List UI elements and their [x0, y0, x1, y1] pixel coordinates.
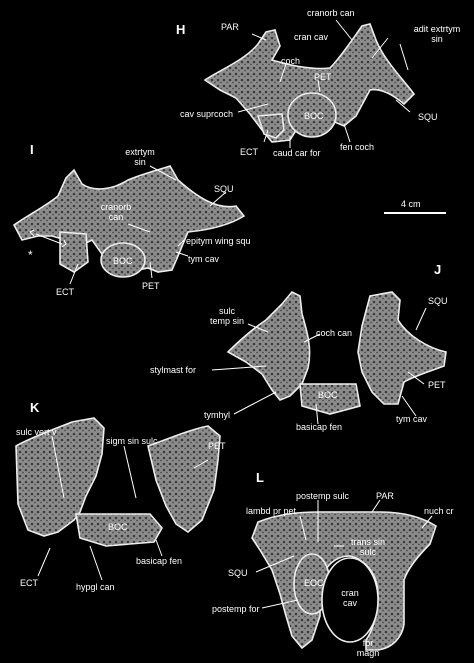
- label-caud-car-for: caud car for: [273, 148, 321, 158]
- label-par: PAR: [376, 491, 394, 501]
- label-postemp-for: postemp for: [212, 604, 260, 614]
- label-lambd-pr-pet: lambd pr pet: [246, 506, 297, 516]
- panel-j-left-section: [226, 291, 311, 401]
- panel-h-skull-section: [203, 23, 416, 143]
- panel-letter-h: H: [176, 22, 186, 37]
- label-adit-line-1: adit extrtym: [413, 24, 461, 34]
- label-cran-cav: cran cav: [294, 32, 329, 42]
- label-trans-line-1: trans sin: [350, 537, 385, 547]
- label-squ: SQU: [228, 568, 248, 578]
- label-adit-line-2: sin: [431, 34, 443, 44]
- label-coch-can: coch can: [316, 328, 353, 338]
- label-pet: PET: [314, 72, 332, 82]
- panel-letter-l: L: [256, 470, 264, 485]
- label-ect: ECT: [240, 147, 258, 157]
- label-sigm-sin-sulc: sigm sin sulc: [106, 436, 158, 446]
- label-cranorb-line-2: can: [108, 212, 124, 222]
- label-basicap-fen: basicap fen: [136, 556, 183, 566]
- label-boc: BOC: [304, 111, 324, 121]
- label-cranorb-line-1: cranorb: [100, 202, 132, 212]
- panel-letter-k: K: [30, 400, 40, 415]
- label-boc: BOC: [113, 256, 133, 266]
- label-for-magn: for magn: [350, 638, 386, 658]
- label-ect: ECT: [20, 578, 38, 588]
- panel-h-ect-bone: [256, 113, 285, 139]
- label-cranorb-can: cranorb can: [96, 202, 136, 222]
- label-sulc-temp-sin: sulc temp sin: [202, 306, 252, 326]
- label-trans-sin-sulc: trans sin sulc: [344, 537, 392, 557]
- label-basicap-fen: basicap fen: [296, 422, 343, 432]
- label-extrtym-sin: extrtym sin: [122, 147, 158, 167]
- label-eoc: EOC: [304, 578, 324, 588]
- panel-k-right-section: [147, 425, 221, 534]
- label-magn-line-1: for: [362, 638, 374, 648]
- label-pet: PET: [208, 441, 226, 451]
- label-pet: PET: [428, 380, 446, 390]
- label-trans-line-2: sulc: [359, 547, 376, 557]
- label-magn-line-2: magn: [356, 648, 380, 658]
- panel-k-boc-bone: [75, 513, 163, 547]
- label-hypgl-can: hypgl can: [76, 582, 115, 592]
- label-par: PAR: [221, 22, 239, 32]
- scale-bar-label: 4 cm: [401, 199, 421, 209]
- panel-l-cran-cav: [321, 557, 379, 643]
- panel-i-ect-bone: [59, 231, 89, 273]
- label-boc: BOC: [318, 390, 338, 400]
- label-sulc-line-1: sulc: [218, 306, 235, 316]
- label-tymhyl: tymhyl: [204, 410, 231, 420]
- panel-i-boc-bone: [100, 242, 146, 278]
- label-cav-suprcoch: cav suprcoch: [180, 109, 234, 119]
- label-adit-extrtym-sin: adit extrtym sin: [402, 24, 472, 44]
- label-coch: coch: [281, 56, 301, 66]
- panel-j-right-section: [357, 291, 447, 405]
- label-asterisk: *: [28, 248, 33, 262]
- label-ect: ECT: [56, 287, 74, 297]
- label-cran-line-1: cran: [341, 588, 359, 598]
- panel-h-boc-bone: [287, 92, 337, 138]
- label-nuch-cr: nuch cr: [424, 506, 454, 516]
- panel-letter-i: I: [30, 142, 34, 157]
- label-extrtym-line-2: sin: [134, 157, 146, 167]
- label-squ: SQU: [428, 296, 448, 306]
- label-pet: PET: [142, 281, 160, 291]
- panel-i-skull-section: [12, 165, 246, 273]
- label-cran-cav: cran cav: [334, 588, 366, 608]
- label-squ: SQU: [214, 184, 234, 194]
- label-sulc-vert-v: sulc vert v: [16, 427, 57, 437]
- label-epitym-wing-squ: epitym wing squ: [186, 236, 251, 246]
- label-boc: BOC: [108, 522, 128, 532]
- label-sulc-line-2: temp sin: [209, 316, 244, 326]
- label-fen-coch: fen coch: [340, 142, 375, 152]
- label-postemp-sulc: postemp sulc: [296, 491, 350, 501]
- label-stylmast-for: stylmast for: [150, 365, 197, 375]
- label-cran-line-2: cav: [342, 598, 357, 608]
- label-tym-cav: tym cav: [188, 254, 220, 264]
- label-cranorb-can: cranorb can: [307, 8, 355, 18]
- label-tym-cav: tym cav: [396, 414, 428, 424]
- label-extrtym-line-1: extrtym: [125, 147, 155, 157]
- panel-letter-j: J: [434, 262, 442, 277]
- panel-j-boc-bone: [299, 383, 361, 415]
- label-squ: SQU: [418, 112, 438, 122]
